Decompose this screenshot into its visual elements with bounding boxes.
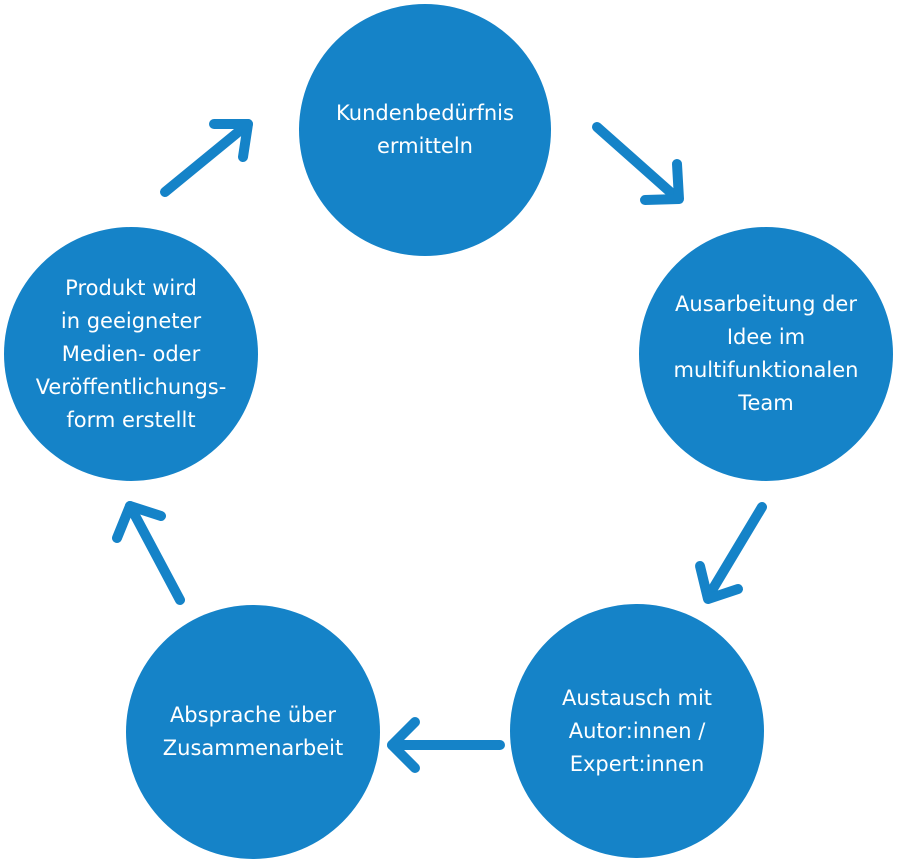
step-label: Austausch mit Autor:innen / Expert:innen: [561, 685, 713, 776]
step-label: Ausarbeitung der Idee im multifunktional…: [673, 292, 859, 415]
step-node-ausarbeitung: Ausarbeitung der Idee im multifunktional…: [639, 227, 893, 481]
arrow-down-right-icon: [592, 122, 684, 205]
step-node-produkt: Produkt wird in geeigneter Medien- oder …: [4, 227, 258, 481]
step-label: Kundenbedürfnis ermitteln: [336, 101, 514, 158]
step-node-austausch: Austausch mit Autor:innen / Expert:innen: [510, 604, 764, 858]
step-node-kundenbeduerfnis: Kundenbedürfnis ermitteln: [299, 4, 551, 256]
arrow-up-left-icon: [112, 501, 185, 605]
arrow-up-right-icon: [160, 119, 253, 197]
arrow-left-icon: [387, 717, 505, 773]
arrow-down-left-icon: [695, 502, 767, 604]
step-label: Produkt wird in geeigneter Medien- oder …: [35, 275, 227, 432]
step-label: Absprache über Zusammenarbeit: [162, 703, 344, 760]
step-node-absprache: Absprache über Zusammenarbeit: [126, 605, 380, 859]
